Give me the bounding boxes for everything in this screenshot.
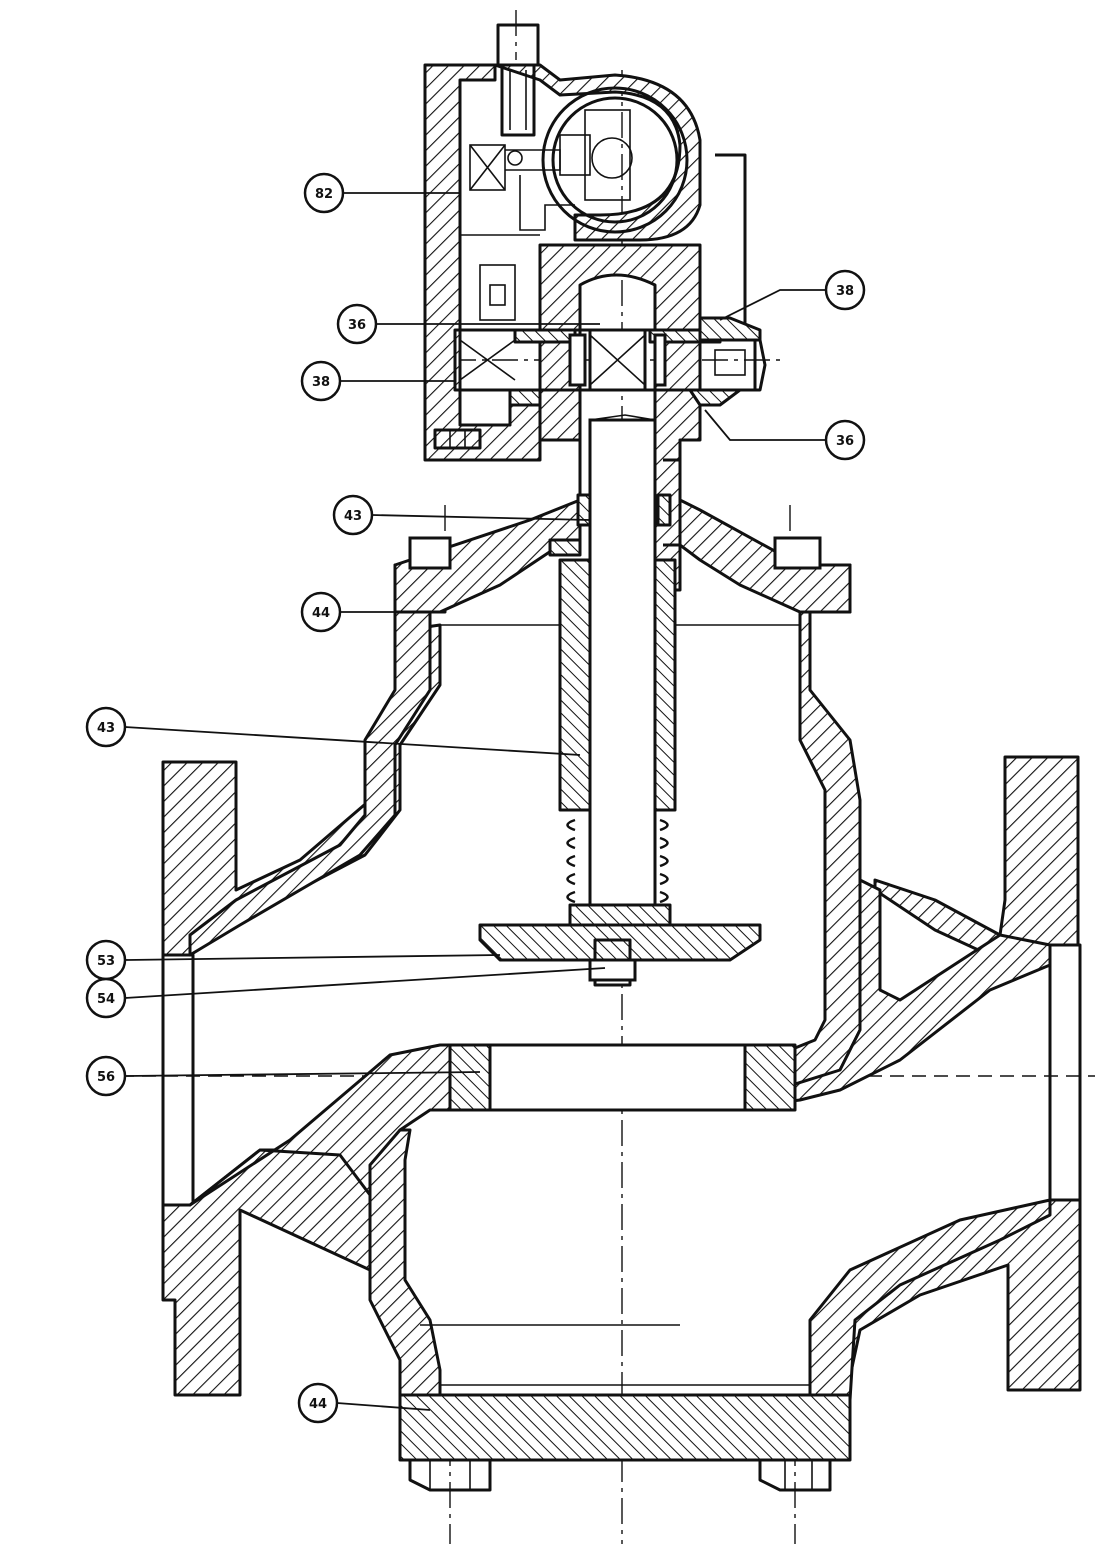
valve-seat [448,1043,797,1112]
callout-36-left: 36 [336,303,378,345]
right-outlet-flange [808,755,1082,1402]
callout-label: 43 [97,721,115,736]
callout-44-lower: 44 [297,1382,339,1424]
valve-stem [548,414,682,942]
callout-label: 38 [836,284,854,299]
callout-43-upper: 43 [332,494,374,536]
callout-label: 82 [315,187,333,202]
callout-label: 38 [312,375,330,390]
bearing-assembly [453,316,767,407]
callout-43-lower: 43 [85,706,127,748]
leader-lines [124,192,826,1411]
callout-label: 56 [97,1070,115,1085]
housing-screw [433,428,482,450]
callout-38-right: 38 [824,269,866,311]
callout-82: 82 [303,172,345,214]
callout-label: 54 [97,992,115,1007]
callout-56: 56 [85,1055,127,1097]
spring [566,818,669,904]
callout-label: 36 [348,318,366,333]
callout-label: 43 [344,509,362,524]
callout-36-right: 36 [824,419,866,461]
callout-label: 44 [309,1397,327,1412]
callout-44-upper: 44 [300,591,342,633]
callout-label: 44 [312,606,330,621]
callout-38-left: 38 [300,360,342,402]
callout-54: 54 [85,977,127,1019]
callout-53: 53 [85,939,127,981]
bonnet [393,243,852,626]
valve-disc [478,903,762,987]
callout-label: 53 [97,954,115,969]
callout-label: 36 [836,434,854,449]
